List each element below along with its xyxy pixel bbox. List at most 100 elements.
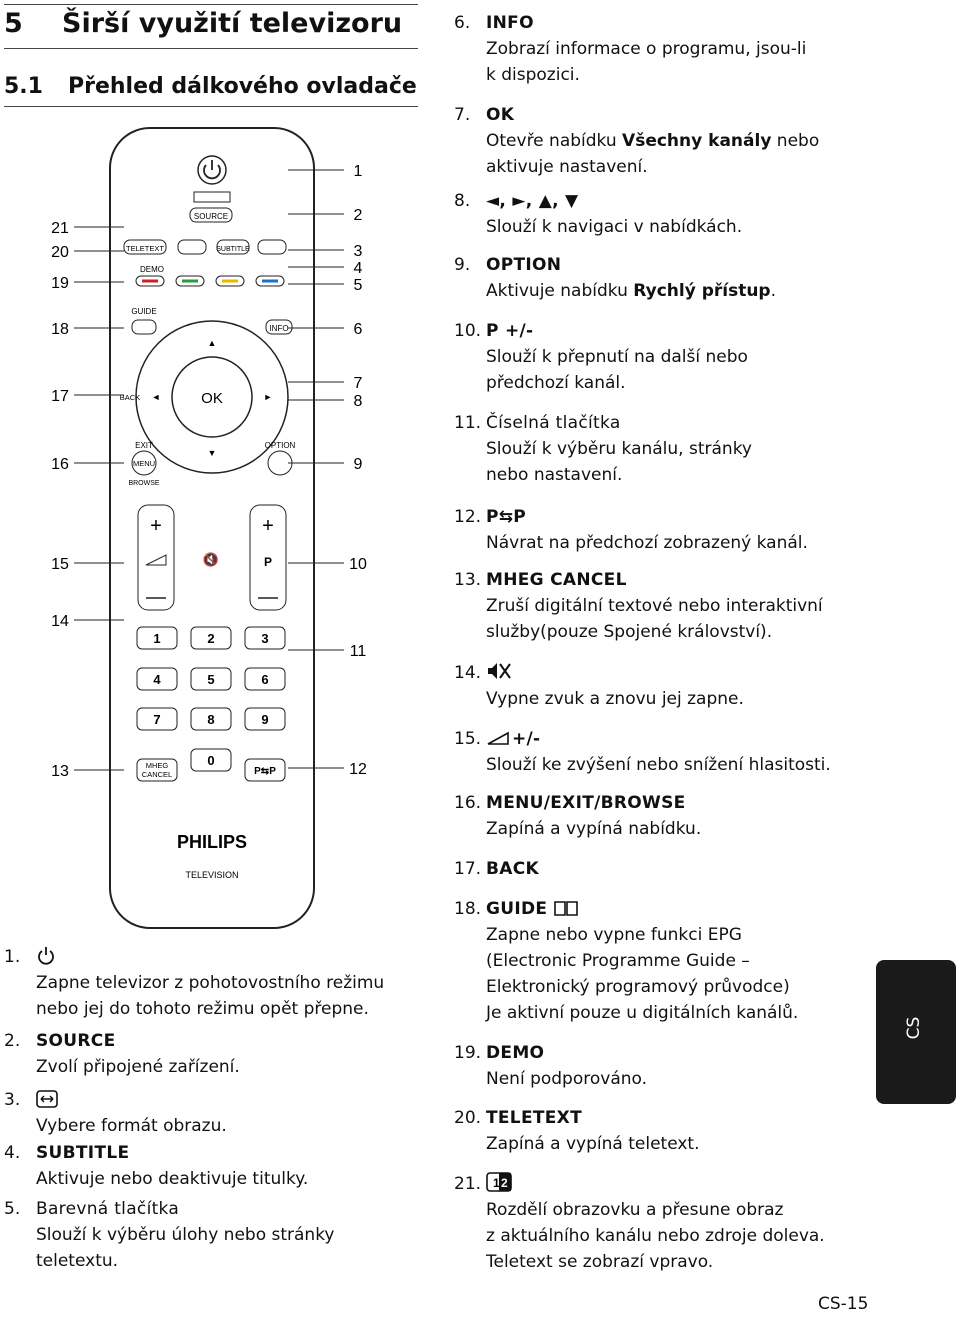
format-icon [36, 1090, 58, 1108]
item-title-text: SOURCE [36, 1031, 116, 1051]
item-description: Slouží k výběru úlohy nebo stránky [36, 1225, 335, 1245]
svg-text:+: + [150, 515, 162, 537]
item-description: Zobrazí informace o programu, jsou-li [486, 39, 807, 59]
callout-4: 4 [354, 260, 363, 277]
callout-10: 10 [349, 556, 367, 573]
item-title: SOURCE [36, 1028, 115, 1054]
digit-key-4 [136, 667, 178, 691]
digit-label: 4 [153, 672, 161, 687]
digit-label: 2 [207, 631, 214, 646]
item-title: P +/- [486, 318, 533, 344]
channel-rocker [249, 504, 287, 611]
item-description: Rozdělí obrazovku a přesune obraz [486, 1200, 784, 1220]
source-label: SOURCE [194, 212, 228, 221]
info-button [265, 319, 293, 335]
item-number: 7. [454, 105, 471, 125]
item-title-text: OK [486, 105, 515, 125]
mute-icon [486, 661, 511, 679]
down-arrow: ▼ [208, 448, 217, 458]
digit-label: 9 [261, 712, 268, 727]
item-description: Zvolí připojené zařízení. [36, 1057, 240, 1077]
section-rule [4, 106, 418, 107]
right-arrow: ► [264, 392, 273, 402]
item-title-text: Barevná tlačítka [36, 1199, 180, 1219]
item-number: 15. [454, 729, 482, 749]
digit-key-1 [136, 626, 178, 650]
digit-label: 6 [261, 672, 268, 687]
item-description: Teletext se zobrazí vpravo. [486, 1252, 714, 1272]
item-number: 5. [4, 1199, 21, 1219]
format-button [257, 239, 287, 255]
info-label: INFO [269, 324, 288, 333]
item-number: 14. [454, 663, 482, 683]
item-title: INFO [486, 10, 534, 36]
volume-icon [486, 729, 509, 747]
left-arrow: ◄ [152, 392, 161, 402]
item-number: 11. [454, 413, 482, 433]
language-tab: CS [876, 960, 956, 1104]
digit-key-2 [190, 626, 232, 650]
item-title-text: SUBTITLE [36, 1143, 130, 1163]
item-description: nebo nastavení. [486, 465, 623, 485]
digit-label: 8 [207, 712, 214, 727]
mheg-cancel-button [136, 758, 178, 782]
svg-text:+: + [262, 515, 274, 537]
item-description: Vypne zvuk a znovu jej zapne. [486, 689, 744, 709]
subtitle-label: SUBTITLE [216, 246, 250, 253]
option-label: OPTION [265, 441, 296, 450]
digit-label: 7 [153, 712, 160, 727]
item-title-text: OPTION [486, 255, 562, 275]
item-number: 13. [454, 570, 482, 590]
callout-17: 17 [51, 388, 69, 405]
brand-subtitle: TELEVISION [185, 870, 238, 880]
item-description: předchozí kanál. [486, 373, 626, 393]
item-title: Číselná tlačítka [486, 410, 621, 436]
item-number: 1. [4, 947, 21, 967]
mheg-label: MHEG [146, 761, 169, 770]
brand-logo: PHILIPS [177, 832, 247, 852]
teletext-button [123, 239, 167, 255]
heading-rule [4, 48, 418, 49]
item-number: 20. [454, 1108, 482, 1128]
item-number: 6. [454, 13, 471, 33]
digit-key-7 [136, 707, 178, 731]
item-title-text: +/- [512, 729, 541, 749]
pp-button [244, 758, 286, 782]
dual-screen-button [177, 239, 207, 255]
item-title-text: GUIDE [486, 899, 548, 919]
item-number: 16. [454, 793, 482, 813]
item-description: Zapne televizor z pohotovostního režimu [36, 973, 385, 993]
p-label: P [264, 555, 272, 569]
cancel-label: CANCEL [142, 770, 172, 779]
item-title: +/- [486, 726, 540, 752]
callout-1: 1 [354, 163, 363, 180]
item-description: Zapne nebo vypne funkci EPG [486, 925, 742, 945]
digit-label: 5 [207, 672, 214, 687]
callout-15: 15 [51, 556, 69, 573]
item-title: DEMO [486, 1040, 544, 1066]
digit-key-3 [244, 626, 286, 650]
item-title-text: DEMO [486, 1043, 545, 1063]
item-number: 17. [454, 859, 482, 879]
demo-label: DEMO [140, 265, 164, 274]
callout-19: 19 [51, 275, 69, 292]
item-description: Vybere formát obrazu. [36, 1116, 227, 1136]
item-title-text: TELETEXT [486, 1108, 582, 1128]
item-title: MHEG CANCEL [486, 567, 627, 593]
item-title [486, 660, 512, 686]
item-number: 19. [454, 1043, 482, 1063]
pp-label: P⇆P [254, 766, 276, 777]
item-number: 8. [454, 191, 471, 211]
power-icon [36, 945, 58, 965]
digit-label: 0 [207, 753, 214, 768]
callout-13: 13 [51, 763, 69, 780]
subtitle-button [216, 239, 250, 255]
item-description: z aktuálního kanálu nebo zdroje doleva. [486, 1226, 825, 1246]
page-number: CS-15 [818, 1294, 869, 1314]
callout-16: 16 [51, 456, 69, 473]
